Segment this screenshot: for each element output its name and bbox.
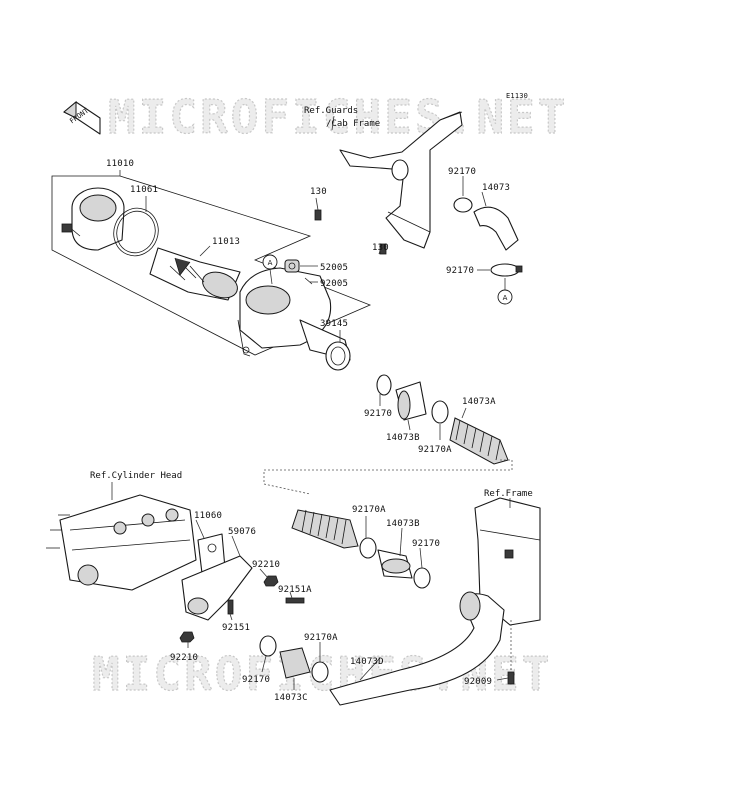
part-92170A-lower: 92170A [352,505,386,515]
part-11013: 11013 [212,237,240,247]
part-92170-a: 92170 [446,266,474,276]
part-39145: 39145 [320,319,348,329]
hose-14073C [279,647,311,679]
intake-pipe-14073D [329,591,505,706]
ref-marker-a-1: A [262,254,278,285]
nut-92210-left [179,631,195,643]
bolt-92151 [227,599,234,615]
part-92005: 92005 [320,279,348,289]
front-arrow-icon: FRONT [63,100,101,135]
hose-clamp-92170-mid [376,374,392,396]
air-cleaner-body [237,267,351,361]
svg-text:A: A [503,294,508,302]
o-ring-11061 [113,207,159,257]
part-14073B-lower: 14073B [386,519,420,529]
ref-guards-line1: Ref.Guards [304,106,358,116]
diagram-code: E1130 [506,92,528,100]
hose-clamp-92170-lower [413,567,431,589]
bolt-92151A [285,597,305,604]
continuation-line [263,459,513,495]
ref-guards-line2: /Cab Frame [326,119,380,129]
part-14073A: 14073A [462,397,496,407]
part-92170A-bottom: 92170A [304,633,338,643]
part-92009: 92009 [464,677,492,687]
hose-clamp-92170-bottom [259,635,277,657]
hose-14073B-upper [395,381,427,421]
hose-clamp-92170A-lower [359,537,377,559]
part-11061: 11061 [130,185,158,195]
part-14073D: 14073D [350,657,384,667]
part-14073: 14073 [482,183,510,193]
svg-text:A: A [268,259,273,267]
part-92210-left: 92210 [170,653,198,663]
part-52005: 52005 [320,263,348,273]
part-92170-lower: 92170 [412,539,440,549]
air-filter-element [149,247,241,301]
hose-clamp-92170A-upper [431,400,449,424]
elbow-hose-14073 [473,206,519,251]
part-92170-bottom: 92170 [242,675,270,685]
nut-92210-right [263,575,279,587]
ref-cylinder-head: Ref.Cylinder Head [90,471,182,481]
part-11060: 11060 [194,511,222,521]
part-92170-top: 92170 [448,167,476,177]
part-92151A: 92151A [278,585,312,595]
part-130-upper: 130 [310,187,327,197]
guard-frame [339,111,463,249]
part-11010: 11010 [106,159,134,169]
part-130-lower: 130 [372,243,389,253]
hose-clamp-92170-top [453,197,473,213]
part-14073B-upper: 14073B [386,433,420,443]
frame-section [474,497,541,626]
cylinder-head [46,494,197,591]
hose-clamp-92170A-bottom [311,661,329,683]
air-cleaner-cap [61,187,125,251]
ref-frame: Ref.Frame [484,489,533,499]
part-59076: 59076 [228,527,256,537]
bolt-130-lower [379,243,387,255]
watermark-top: MICROFICHES.NET [108,90,568,144]
corrugated-hose-14073A [449,417,509,465]
part-14073C: 14073C [274,693,308,703]
corrugated-hose-lower [291,509,359,549]
ref-marker-a-2: A [497,278,513,305]
hose-clamp-92170-a [490,263,523,277]
bolt-130-upper [314,209,322,221]
part-92210-right: 92210 [252,560,280,570]
part-92151: 92151 [222,623,250,633]
vacuum-indicator [284,259,313,285]
part-92170A-upper: 92170A [418,445,452,455]
clamp-39145 [325,341,351,371]
intake-manifold-59076 [181,555,253,621]
callout-lines [111,115,511,690]
hose-14073B-lower [377,549,413,579]
part-92170-mid: 92170 [364,409,392,419]
